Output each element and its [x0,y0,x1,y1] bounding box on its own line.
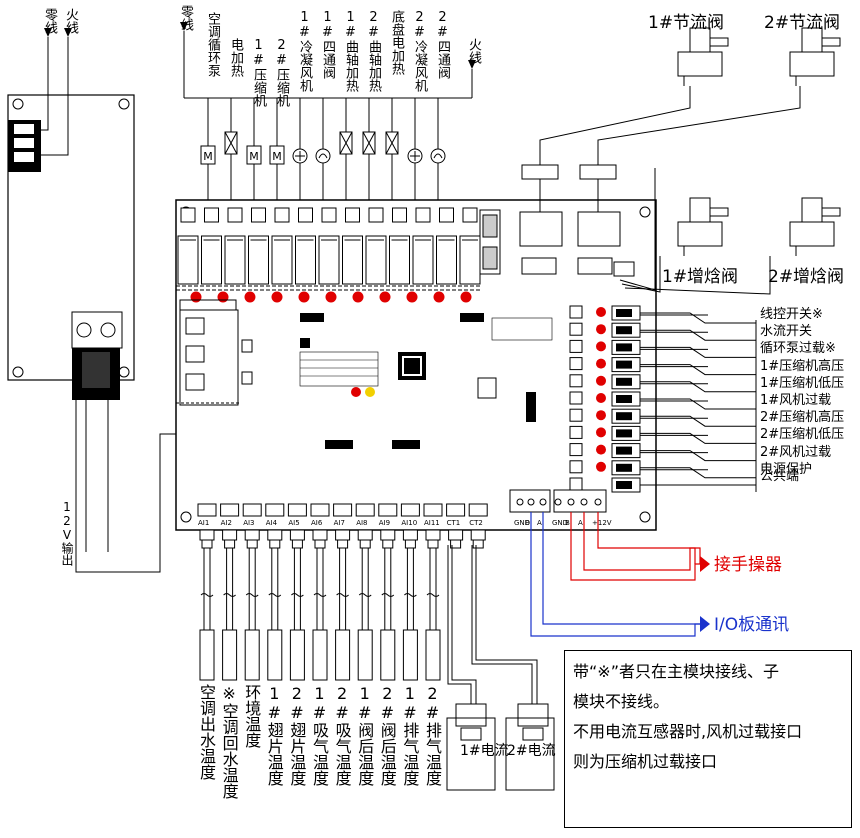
load-label: 2#曲轴加热 [366,10,381,92]
ai-port-label: AI10 [401,519,418,527]
load-label: 底盘电加热 [389,10,404,75]
load-symbol: M [246,145,262,165]
switch-input-label: 2#风机过载 [760,444,832,460]
load-label: 空调循环泵 [205,12,220,77]
current-1-label: 1#电流 [460,743,509,759]
switch-input-label: 水流开关 [760,324,813,340]
relay-row [177,207,481,303]
ai-port-label: AI1 [198,519,210,527]
enthalpy-valve-1-label: 1#增焓阀 [662,267,739,287]
switch-input-label: 线控开关※ [760,307,823,322]
sensor-label: 1#吸气温度 [310,684,329,786]
comm-port-label: A [537,519,542,527]
svg-text:M: M [249,150,259,163]
switch-input-label: 公共端 [760,469,800,484]
ai-port-label: AI6 [311,519,323,527]
note-line: 模块不接线。 [573,692,670,711]
throttle-valve-1-label: 1#节流阀 [648,13,725,33]
sensor-label: 2#阀后温度 [377,684,397,786]
load-symbol [430,148,446,164]
sensor-label: ※空调回水温度 [219,684,239,799]
switch-input-label: 电源保护 [760,461,813,477]
sensor-label: 2#排气温度 [423,684,442,786]
ai-port-label: CT2 [469,519,483,527]
controller-label: 接手操器 [714,555,782,575]
load-label: 2#压缩机 [274,38,289,107]
svg-text:M: M [203,150,213,163]
switch-input-label: 1#压缩机低压 [760,375,845,391]
ai-port-label: AI11 [424,519,440,527]
load-label: 2#四通阀 [435,10,450,79]
sensor-label: 环境温度 [242,684,262,748]
current-2-label: 2#电流 [507,743,556,759]
load-symbol [224,131,238,155]
ai-port-label: AI2 [220,519,232,527]
sensor-label: 2#吸气温度 [332,684,352,786]
sensor-label: 2#翅片温度 [287,684,307,786]
load-label: 电加热 [228,38,243,77]
switch-input-label: 2#压缩机高压 [760,410,845,426]
sensor-label: 1#阀后温度 [355,684,375,786]
sensor-label: 1#翅片温度 [264,684,284,786]
wiring-note: 带“※”者只在主模块接线、子 模块不接线。 不用电流互感器时,风机过载接口 则为… [564,650,852,828]
ai-port-label: AI3 [243,519,255,527]
enthalpy-valve-2-label: 2#增焓阀 [768,267,845,287]
comm-port-label: A [578,519,583,527]
load-label: 1#冷凝风机 [297,10,312,92]
mount-hole [118,98,130,110]
ai-port-label: AI5 [288,519,300,527]
switch-input-label: 循环泵过载※ [760,341,836,357]
live-label-mid: 火线 [466,38,481,64]
load-label: 1#压缩机 [251,38,266,107]
mount-hole [12,98,24,110]
neutral-label-mid: 零线 [178,5,193,31]
switch-input-label: 2#压缩机低压 [760,427,845,443]
switch-input-label: 1#风机过载 [760,393,832,408]
load-symbol [292,148,308,164]
neutral-label: 零线 [42,8,57,34]
comm-port-label: +12V [592,519,612,527]
ai-port-label: AI8 [356,519,368,527]
comm-port-label: B [525,519,530,527]
note-line: 则为压缩机过载接口 [573,752,718,771]
ai-port-label: AI4 [265,519,278,527]
comm-port-label: GND [514,519,531,527]
load-symbol [362,131,376,155]
sensor-label: 空调出水温度 [197,684,216,780]
ai-connectors [197,503,488,549]
ai-port-label: AI7 [333,519,345,527]
load-symbol: M [269,145,285,165]
comm-port-label: GND [552,519,569,527]
load-label: 1#曲轴加热 [343,10,358,92]
load-symbol [385,131,399,155]
load-symbol [315,148,331,164]
ai-port-label: AI9 [378,519,391,527]
sensor-cables [199,548,441,681]
load-label: 1#四通阀 [320,10,335,79]
comm-port-label: B [565,519,570,527]
load-symbol [407,148,423,164]
switch-input-label: 1#压缩机高压 [760,358,845,374]
live-label: 火线 [63,8,78,34]
mount-hole [12,366,24,378]
io-board-label: I/O板通讯 [714,615,790,635]
switch-terminals [569,305,641,493]
note-line: 带“※”者只在主模块接线、子 [573,662,779,681]
load-label: 2#冷凝风机 [412,10,427,92]
throttle-valve-2-label: 2#节流阀 [764,13,841,33]
load-symbol: M [200,145,216,165]
sensor-label: 1#排气温度 [400,684,420,786]
load-symbol [339,131,353,155]
supply-label: 12V输出 [60,500,74,566]
ai-port-label: CT1 [446,519,461,527]
note-line: 不用电流互感器时,风机过载接口 [573,722,803,741]
svg-text:M: M [272,150,282,163]
valve-graphics [521,27,841,295]
